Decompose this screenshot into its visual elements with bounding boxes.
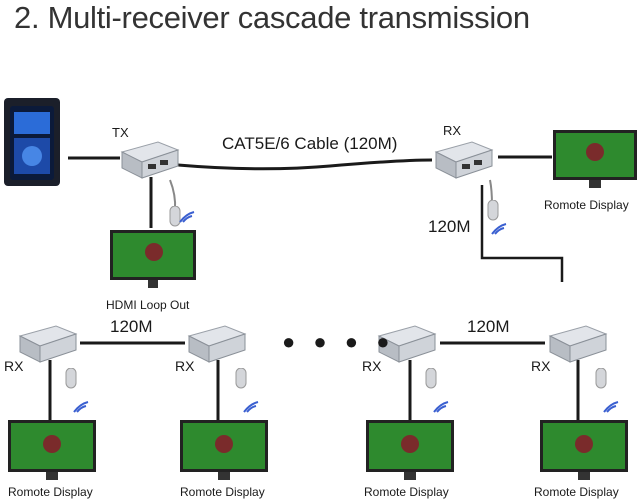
rx-extender-icon [18,325,78,363]
display-icon [180,420,268,480]
wifi-signal-icon [603,401,619,413]
rx-extender-icon [187,325,247,363]
display-label-4: Romote Display [534,485,619,499]
distance-label-bottom-left: 120M [110,317,153,336]
diagram-title: 2. Multi-receiver cascade transmission [14,0,530,35]
top-display-icon [553,130,637,188]
pc-tower-icon [4,98,60,186]
top-display-label: Romote Display [544,198,629,212]
wifi-signal-icon [433,401,449,413]
ir-receiver-icon [425,368,437,389]
distance-label-bottom-right: 120M [467,317,510,336]
display-label-3: Romote Display [364,485,449,499]
loop-out-label: HDMI Loop Out [106,298,190,312]
wifi-signal-icon [491,223,507,235]
rx-extender-icon [377,325,437,363]
rx-extender-icon [548,325,608,363]
rx-label-2: RX [175,358,195,374]
display-label-2: Romote Display [180,485,265,499]
tx-ir-receiver-icon [169,206,181,227]
ir-receiver-icon [235,368,247,389]
loop-display-icon [110,230,196,288]
ellipsis: ● ● ● ● [282,329,396,354]
ir-receiver-icon [595,368,607,389]
cable-label: CAT5E/6 Cable (120M) [222,134,398,153]
display-icon [366,420,454,480]
tx-extender-icon [120,141,180,179]
tx-label: TX [112,125,129,140]
display-icon [8,420,96,480]
tx-to-rx-cat-cable [177,158,433,171]
wifi-signal-icon [243,401,259,413]
display-label-1: Romote Display [8,485,93,499]
rx-label-4: RX [531,358,551,374]
ir-receiver-icon [65,368,77,389]
wifi-signal-icon [73,401,89,413]
rx-label-3: RX [362,358,382,374]
rx-extender-icon [434,141,494,179]
rx-ir-receiver-icon [487,200,499,221]
distance-label-top: 120M [428,217,471,236]
rx-top-label: RX [443,123,462,138]
display-icon [540,420,628,480]
rx-label-1: RX [4,358,24,374]
rx-cascade-cable [480,185,564,282]
wifi-signal-icon [179,211,195,223]
